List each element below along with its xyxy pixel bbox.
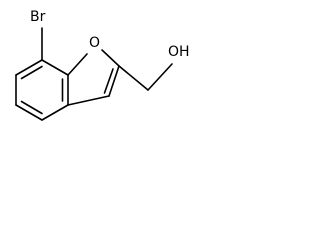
bond-c7-c7a xyxy=(41,59,69,76)
bond-c6-c7 xyxy=(15,59,43,76)
bond-c2-c3 xyxy=(108,65,120,97)
bond-c2-c3-inner xyxy=(103,68,114,94)
bond-c7a-o xyxy=(67,53,88,76)
bond-c3-c3a xyxy=(67,95,110,106)
bond-o-c2 xyxy=(101,49,120,67)
bromine-label: Br xyxy=(30,9,46,25)
bond-c2-ch2 xyxy=(118,65,149,91)
bond-ch2-oh xyxy=(147,63,173,91)
hydroxyl-label: OH xyxy=(168,44,190,60)
ring-oxygen-label: O xyxy=(89,35,100,51)
molecule-structure: Br O OH xyxy=(15,9,190,121)
bond-c6-c7-inner xyxy=(20,65,43,80)
bond-c4-c5-inner xyxy=(20,100,43,115)
bond-c4-c5 xyxy=(15,104,43,121)
bond-c3a-c4 xyxy=(41,104,69,121)
